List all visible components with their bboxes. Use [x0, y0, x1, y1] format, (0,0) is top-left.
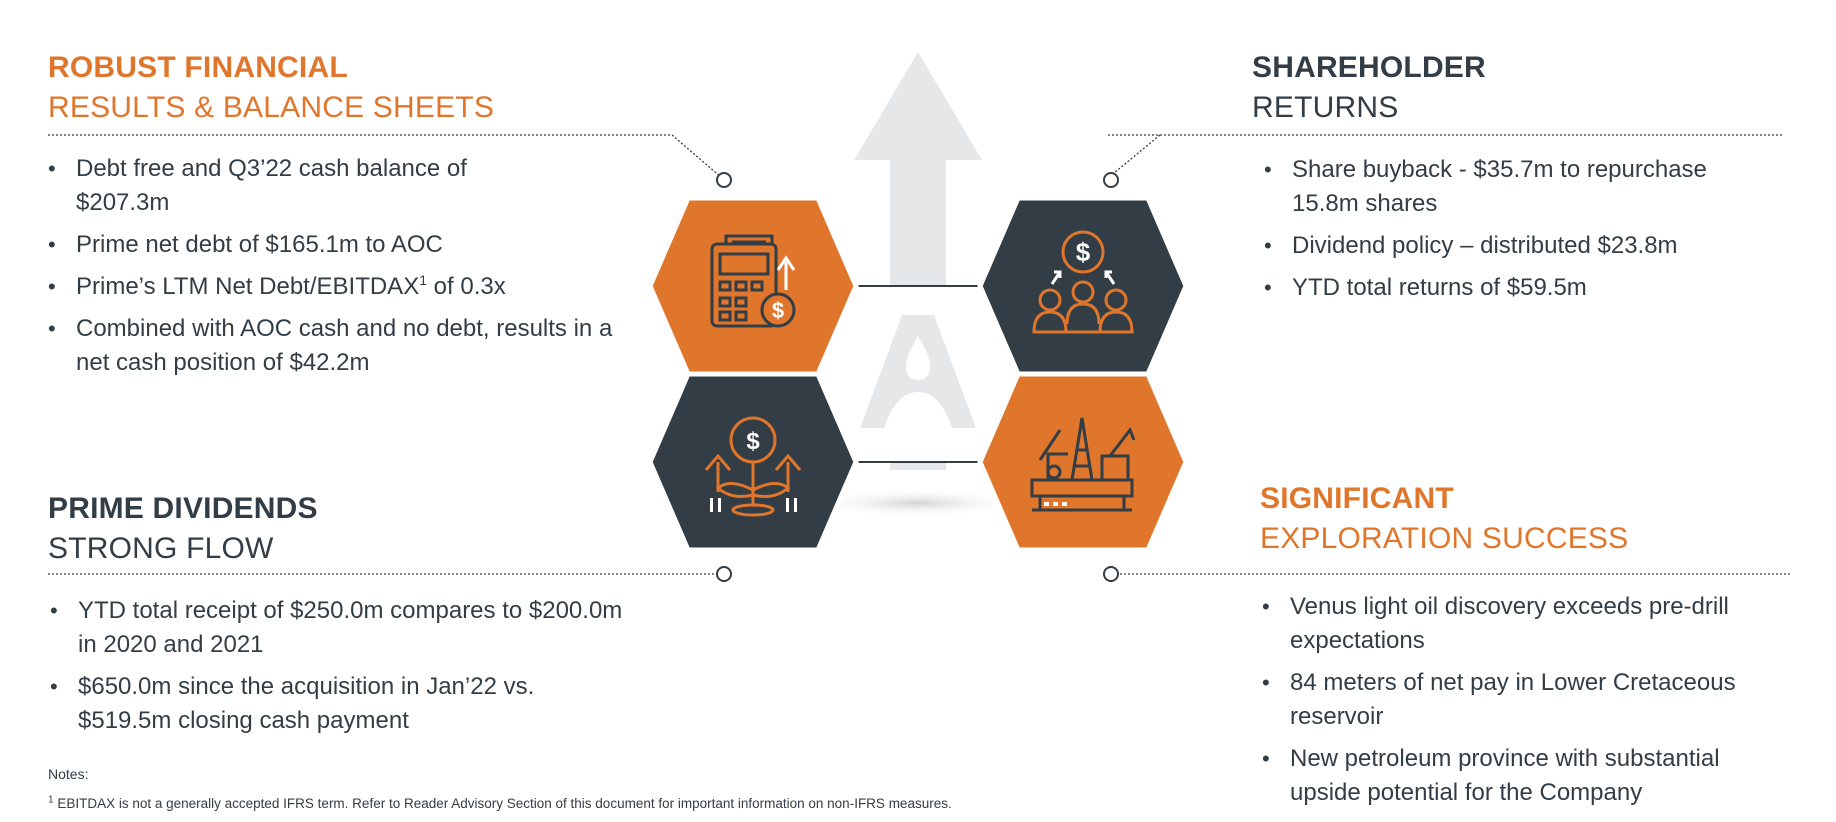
- money-plant-icon: [704, 416, 802, 517]
- heading-light: STRONG FLOW: [48, 532, 274, 565]
- bullet-item: New petroleum province with substantial …: [1262, 742, 1782, 810]
- heading-bold: PRIME DIVIDENDS: [48, 492, 318, 525]
- bullets-robust-financial: Debt free and Q3’22 cash balance of $207…: [48, 152, 638, 388]
- bullet-text: 84 meters of net pay in Lower Cretaceous…: [1290, 669, 1736, 730]
- hex-bottom-right: [977, 371, 1189, 553]
- footnote-marker: 1: [419, 272, 427, 288]
- bullet-item: Dividend policy – distributed $23.8m: [1264, 229, 1764, 263]
- bullets-exploration-success: Venus light oil discovery exceeds pre-dr…: [1262, 590, 1782, 818]
- bullet-text: YTD total returns of $59.5m: [1292, 274, 1587, 301]
- bullet-item: Prime net debt of $165.1m to AOC: [48, 228, 638, 262]
- footnote: 1 EBITDAX is not a generally accepted IF…: [48, 794, 952, 811]
- bullet-item: Debt free and Q3’22 cash balance of $207…: [48, 152, 476, 220]
- svg-text:$: $: [1076, 237, 1091, 267]
- bullet-item: YTD total returns of $59.5m: [1264, 271, 1764, 305]
- svg-text:$: $: [772, 298, 784, 323]
- section-robust-financial: ROBUST FINANCIAL RESULTS & BALANCE SHEET…: [48, 48, 648, 128]
- up-arrow-icon: [854, 52, 982, 470]
- connector-dots: [716, 172, 1119, 582]
- bullet-item: $650.0m since the acquisition in Jan’22 …: [50, 670, 630, 738]
- bullet-item: Prime’s LTM Net Debt/EBITDAX1 of 0.3x: [48, 270, 638, 304]
- bullet-text: Debt free and Q3’22 cash balance of $207…: [76, 155, 467, 216]
- bullet-text: of 0.3x: [427, 273, 506, 300]
- section-exploration-success: SIGNIFICANT EXPLORATION SUCCESS: [1260, 479, 1820, 559]
- bullet-text: Prime’s LTM Net Debt/EBITDAX: [76, 273, 420, 300]
- bullet-text: Dividend policy – distributed $23.8m: [1292, 232, 1678, 259]
- bullet-text: YTD total receipt of $250.0m compares to…: [78, 597, 623, 658]
- connector-lines: [48, 134, 1790, 575]
- heading-bold: SIGNIFICANT: [1260, 482, 1454, 515]
- section-heading: ROBUST FINANCIAL RESULTS & BALANCE SHEET…: [48, 48, 648, 128]
- section-prime-dividends: PRIME DIVIDENDS STRONG FLOW: [48, 489, 648, 569]
- section-shareholder-returns: SHAREHOLDER RETURNS: [1252, 48, 1812, 128]
- calculator-dollar-icon: [710, 234, 796, 328]
- section-heading: SHAREHOLDER RETURNS: [1252, 48, 1812, 128]
- bullet-item: Venus light oil discovery exceeds pre-dr…: [1262, 590, 1782, 658]
- bullet-text: Prime net debt of $165.1m to AOC: [76, 231, 443, 258]
- notes-label: Notes:: [48, 766, 89, 782]
- heading-light: RESULTS & BALANCE SHEETS: [48, 91, 495, 124]
- bullet-text: Combined with AOC cash and no debt, resu…: [76, 315, 613, 376]
- bullet-item: Share buyback - $35.7m to repurchase 15.…: [1264, 153, 1764, 221]
- section-heading: SIGNIFICANT EXPLORATION SUCCESS: [1260, 479, 1820, 559]
- hex-top-left: $: [647, 195, 859, 377]
- offshore-rig-icon: [1030, 417, 1136, 512]
- hex-top-right: $: [977, 195, 1189, 377]
- footnote-text: EBITDAX is not a generally accepted IFRS…: [53, 796, 952, 811]
- bullet-item: Combined with AOC cash and no debt, resu…: [48, 312, 638, 380]
- bullet-text: $650.0m since the acquisition in Jan’22 …: [78, 673, 535, 734]
- bullet-item: YTD total receipt of $250.0m compares to…: [50, 594, 630, 662]
- bullet-item: 84 meters of net pay in Lower Cretaceous…: [1262, 666, 1782, 734]
- heading-bold: ROBUST FINANCIAL: [48, 51, 348, 84]
- bullet-text: New petroleum province with substantial …: [1290, 745, 1720, 806]
- heading-light: EXPLORATION SUCCESS: [1260, 522, 1629, 555]
- bullets-shareholder-returns: Share buyback - $35.7m to repurchase 15.…: [1264, 153, 1764, 313]
- svg-text:$: $: [746, 428, 760, 455]
- shareholders-dollar-icon: [1032, 230, 1134, 334]
- bullet-text: Share buyback - $35.7m to repurchase 15.…: [1292, 156, 1707, 217]
- heading-light: RETURNS: [1252, 91, 1399, 124]
- footnote-marker: 1: [48, 794, 54, 806]
- section-heading: PRIME DIVIDENDS STRONG FLOW: [48, 489, 648, 569]
- hex-bottom-left: $: [647, 371, 859, 553]
- bullet-text: Venus light oil discovery exceeds pre-dr…: [1290, 593, 1729, 654]
- company-logo-a: [860, 315, 976, 428]
- heading-bold: SHAREHOLDER: [1252, 51, 1486, 84]
- bullets-prime-dividends: YTD total receipt of $250.0m compares to…: [50, 594, 630, 746]
